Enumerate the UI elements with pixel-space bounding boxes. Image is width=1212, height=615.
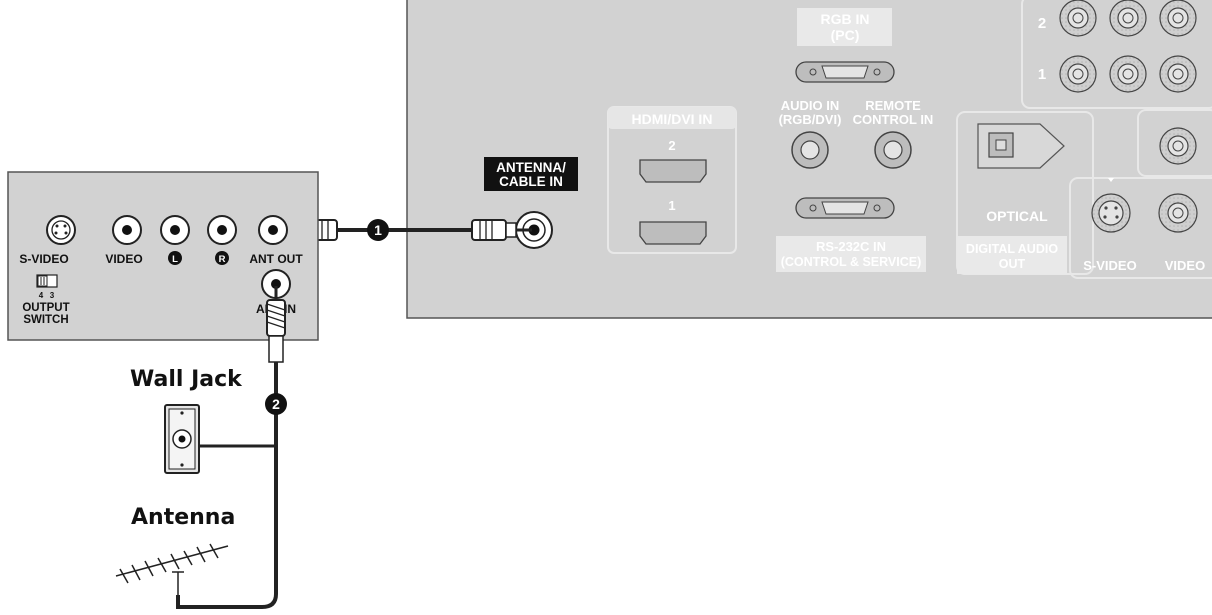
box-svideo-jack <box>46 215 76 245</box>
switch-3-label: 3 <box>50 291 55 300</box>
antenna-in-label: ANTENNA/ <box>496 160 566 175</box>
optical-label: OPTICAL <box>986 208 1048 224</box>
output-switch <box>36 274 58 288</box>
digital-audio-sublabel: OUT <box>999 257 1026 271</box>
rs232c-label-box <box>776 236 926 272</box>
hdmi-port-2-label: 2 <box>668 138 675 153</box>
digital-audio-label-box <box>957 236 1067 274</box>
audio-in-sublabel: (RGB/DVI) <box>779 112 842 127</box>
component-row-2-label: 2 <box>1038 15 1046 32</box>
av-frame <box>1069 177 1212 279</box>
svg-text:1: 1 <box>374 222 382 238</box>
rgb-in-sublabel: (PC) <box>831 27 860 43</box>
svg-text:R: R <box>219 254 226 265</box>
box-svideo-label: S-VIDEO <box>19 252 68 266</box>
remote-label: REMOTE <box>865 98 921 113</box>
hdmi-port-2 <box>639 159 707 183</box>
remote-sublabel: CONTROL IN <box>853 112 934 127</box>
tv-video-label: VIDEO <box>1165 258 1205 273</box>
component-jacks <box>1059 0 1197 93</box>
box-video-label: VIDEO <box>105 252 142 266</box>
tv-back-panel: RGB IN (PC) AUDIO IN (RGB/DVI) REMOTE CO… <box>406 0 1212 319</box>
digital-audio-label: DIGITAL AUDIO <box>966 242 1058 256</box>
rgb-in-label-box <box>797 8 892 46</box>
switch-4-label: 4 <box>39 291 44 300</box>
antenna-in-label-box <box>484 157 578 191</box>
svideo-marker <box>1108 178 1114 182</box>
box-video-jack <box>112 215 142 245</box>
svg-text:L: L <box>172 254 178 265</box>
hdmi-label-box <box>608 107 736 129</box>
step-1-badge: 1 <box>367 219 389 241</box>
tv-svideo-label: S-VIDEO <box>1083 258 1136 273</box>
av-frame-upper <box>1137 109 1212 177</box>
rs232c-sublabel: (CONTROL & SERVICE) <box>781 255 922 269</box>
step-2-badge: 2 <box>265 393 287 415</box>
cable-1-connector-tv <box>471 219 532 241</box>
wall-jack-label: Wall Jack <box>130 367 243 392</box>
box-audio-l-jack <box>160 215 190 245</box>
box-ant-out-jack <box>258 215 288 245</box>
audio-in-jack <box>791 131 829 169</box>
rs232c-label: RS-232C IN <box>816 239 886 254</box>
hdmi-port-1 <box>639 221 707 245</box>
component-frame <box>1021 0 1212 109</box>
hdmi-port-1-label: 1 <box>668 198 675 213</box>
hdmi-label: HDMI/DVI IN <box>632 111 713 127</box>
box-ant-out-label: ANT OUT <box>249 252 303 266</box>
output-switch-label: OUTPUT <box>22 302 69 314</box>
box-audio-r-jack <box>207 215 237 245</box>
rs232c-port <box>795 197 895 219</box>
box-ant-in-jack <box>261 269 291 299</box>
tv-video-jack <box>1158 193 1198 233</box>
optical-port <box>977 123 1065 169</box>
cable-2: 2 <box>176 286 287 609</box>
antenna-icon <box>115 543 229 595</box>
rgb-in-port <box>795 61 895 83</box>
tv-av-upper-jack <box>1159 127 1197 165</box>
box-left-label: L <box>168 251 182 265</box>
remote-control-jack <box>874 131 912 169</box>
component-row-1-label: 1 <box>1038 66 1046 83</box>
antenna-label: Antenna <box>131 505 235 530</box>
audio-in-label: AUDIO IN <box>781 98 840 113</box>
tv-svideo-jack <box>1091 193 1131 233</box>
rgb-in-label: RGB IN <box>821 11 870 27</box>
antenna-in-sublabel: CABLE IN <box>499 174 563 189</box>
output-switch-sublabel: SWITCH <box>23 314 68 326</box>
svg-text:2: 2 <box>272 396 280 412</box>
box-right-label: R <box>215 251 229 265</box>
cable-2-connector <box>266 286 286 363</box>
wall-jack-plate <box>164 404 200 474</box>
